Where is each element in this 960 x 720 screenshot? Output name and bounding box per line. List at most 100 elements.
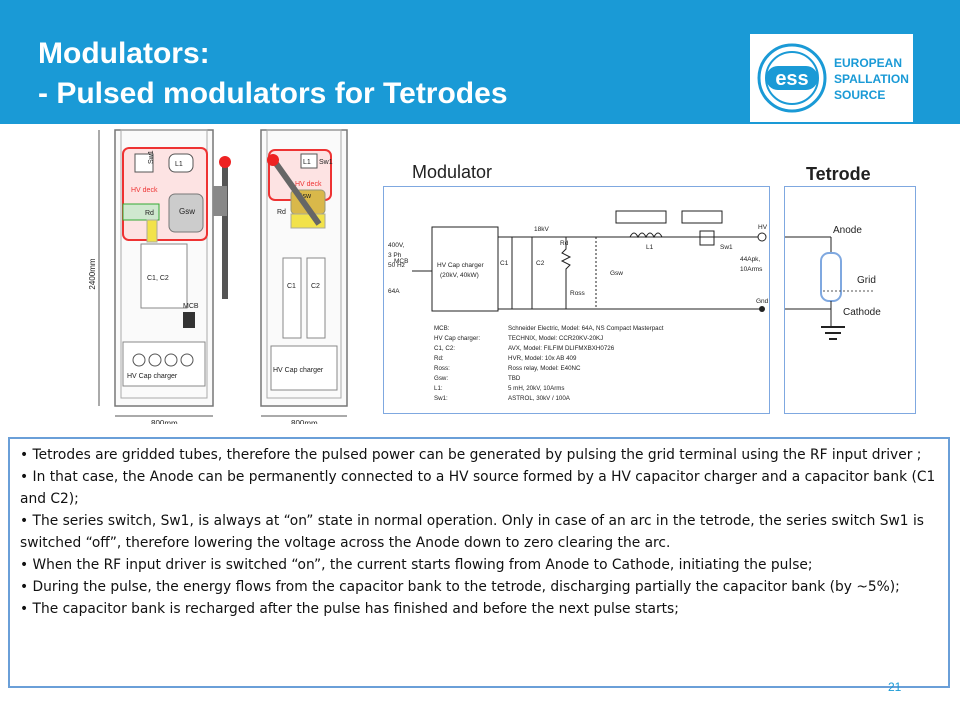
sw1-label: Sw1 bbox=[720, 244, 733, 251]
gsw-label: Gsw bbox=[610, 270, 623, 277]
right-l1-box bbox=[300, 153, 318, 169]
title-line-2: - Pulsed modulators for Tetrodes bbox=[38, 77, 508, 110]
left-mcb-label: MCB bbox=[183, 303, 199, 310]
logo-line-3: SOURCE bbox=[834, 88, 885, 102]
right-handle-knob bbox=[267, 154, 279, 166]
input-current-label: 64A bbox=[388, 288, 400, 295]
right-c2-box bbox=[306, 257, 326, 339]
left-caps-label: C1, C2 bbox=[147, 275, 169, 282]
gnd-terminal bbox=[759, 306, 765, 312]
anode-label: Anode bbox=[833, 225, 862, 236]
left-hv-deck-label: HV deck bbox=[131, 187, 158, 194]
left-gsw-label: Gsw bbox=[179, 207, 195, 216]
left-gsw-box bbox=[168, 193, 204, 233]
sw1-switch bbox=[699, 230, 715, 246]
bullet-item: During the pulse, the energy flows from … bbox=[20, 576, 938, 598]
left-rd-label: Rd bbox=[145, 210, 154, 217]
tetrode-schematic: Anode Grid Cathode bbox=[784, 186, 916, 414]
rd-resistor bbox=[560, 237, 572, 309]
l1-label: L1 bbox=[646, 244, 654, 251]
left-fan-icon bbox=[132, 353, 146, 367]
bullet-item: The capacitor bank is recharged after th… bbox=[20, 598, 938, 620]
cabinet-drawings: 2400mm Sw1 L1 HV deck Rd Gsw C1, C2 MCB … bbox=[85, 124, 375, 428]
right-rd-label: Rd bbox=[277, 209, 286, 216]
right-handle-bar bbox=[272, 160, 322, 226]
bullet-item: Tetrodes are gridded tubes, therefore th… bbox=[20, 444, 938, 466]
input-supply-line-1: 400V, bbox=[388, 242, 405, 249]
left-capacitor-box bbox=[140, 243, 188, 309]
bullet-item: When the RF input driver is switched “on… bbox=[20, 554, 938, 576]
gnd-label: Gnd bbox=[756, 298, 769, 305]
bom-desc: HVR, Model: 10x AB 409 bbox=[508, 355, 577, 362]
tetrode-tube-icon bbox=[820, 252, 842, 302]
left-yellow-bus bbox=[146, 219, 158, 243]
bom-desc: TECHNIX, Model: CCR20KV-20KJ bbox=[508, 335, 603, 342]
grid-label: Grid bbox=[857, 275, 876, 286]
output-current-label-1: 44Apk, bbox=[740, 256, 760, 263]
left-cabinet-inner bbox=[120, 129, 208, 399]
cathode-label: Cathode bbox=[843, 307, 881, 318]
rd-label: Rd bbox=[560, 240, 569, 247]
cabinet-drawing-svg: 2400mm Sw1 L1 HV deck Rd Gsw C1, C2 MCB … bbox=[88, 129, 348, 428]
logo-mark: ess bbox=[775, 68, 808, 90]
left-sw1-box bbox=[134, 153, 154, 173]
input-supply-label: 400V, bbox=[388, 242, 405, 249]
ess-logo: ess EUROPEAN SPALLATION SOURCE bbox=[750, 34, 913, 122]
right-c1-label: C1 bbox=[287, 283, 296, 290]
bullet-text-box: Tetrodes are gridded tubes, therefore th… bbox=[8, 437, 950, 688]
right-c2-label: C2 bbox=[311, 283, 320, 290]
left-handle-knob bbox=[219, 156, 231, 168]
left-handle-bracket bbox=[213, 186, 227, 216]
logo-line-1: EUROPEAN bbox=[834, 56, 902, 70]
right-cabinet-inner bbox=[266, 129, 342, 399]
left-fan-icon bbox=[164, 353, 178, 367]
bullet-item: In that case, the Anode can be permanent… bbox=[20, 466, 938, 510]
bom-desc: TBD bbox=[508, 375, 521, 382]
bom-part: Gsw: bbox=[434, 375, 448, 382]
bom-desc: 5 mH, 20kV, 10Arms bbox=[508, 385, 565, 392]
page-number: 21 bbox=[888, 680, 902, 694]
snubber-resistor bbox=[615, 210, 667, 224]
hv-terminal bbox=[757, 232, 767, 242]
ess-logo-graphic: ess EUROPEAN SPALLATION SOURCE bbox=[757, 43, 909, 113]
bom-part: C1, C2: bbox=[434, 345, 455, 352]
right-c1-box bbox=[282, 257, 302, 339]
right-sw1-label: Sw1 bbox=[319, 159, 333, 166]
left-charger-label: HV Cap charger bbox=[127, 373, 178, 380]
left-width-label: 800mm bbox=[151, 419, 178, 424]
logo-ring-outer bbox=[757, 43, 827, 113]
height-label: 2400mm bbox=[88, 258, 97, 289]
left-sw1-label: Sw1 bbox=[148, 150, 155, 164]
ross-label: Ross bbox=[570, 290, 586, 297]
snubber-capacitor bbox=[681, 210, 723, 224]
right-charger-label: HV Cap charger bbox=[273, 367, 324, 374]
hv-label: HV bbox=[758, 224, 768, 231]
right-l1-label: L1 bbox=[303, 159, 311, 166]
tetrode-heading: Tetrode bbox=[806, 164, 871, 184]
left-l1-label: L1 bbox=[175, 161, 183, 168]
bom-desc: AVX, Model: FILFIM DLIFMXBXH0726 bbox=[508, 345, 615, 352]
bom-part: Ross: bbox=[434, 365, 450, 372]
modulator-schematic: 400V, 3 Ph 50 Hz MCB 64A HV Cap charger … bbox=[383, 186, 770, 414]
right-charger-box bbox=[270, 345, 338, 391]
bom-part: MCB: bbox=[434, 325, 450, 332]
right-hv-deck-label: HV deck bbox=[295, 181, 322, 188]
logo-pill bbox=[766, 66, 818, 90]
bom-part: Sw1: bbox=[434, 395, 448, 402]
input-supply-line-2: 3 Ph bbox=[388, 252, 402, 259]
left-fan-icon bbox=[180, 353, 194, 367]
bom-part: Rd: bbox=[434, 355, 444, 362]
output-current-label-2: 10Arms bbox=[740, 266, 763, 273]
voltage-label: 18kV bbox=[534, 226, 549, 233]
slide-title: Modulators: - Pulsed modulators for Tetr… bbox=[38, 34, 508, 114]
input-supply-line-3: 50 Hz bbox=[388, 262, 405, 269]
bullet-list: Tetrodes are gridded tubes, therefore th… bbox=[10, 439, 948, 620]
modulator-schematic-svg: 400V, 3 Ph 50 Hz MCB 64A HV Cap charger … bbox=[388, 210, 769, 402]
left-mcb-box bbox=[183, 312, 195, 328]
modulator-heading: Modulator bbox=[412, 162, 493, 182]
bom-part: HV Cap charger: bbox=[434, 335, 480, 342]
c2-label: C2 bbox=[536, 260, 545, 267]
bom-part: L1: bbox=[434, 385, 443, 392]
right-gsw-label: Gsw bbox=[297, 193, 312, 200]
charger-label-1: HV Cap charger bbox=[437, 262, 484, 269]
